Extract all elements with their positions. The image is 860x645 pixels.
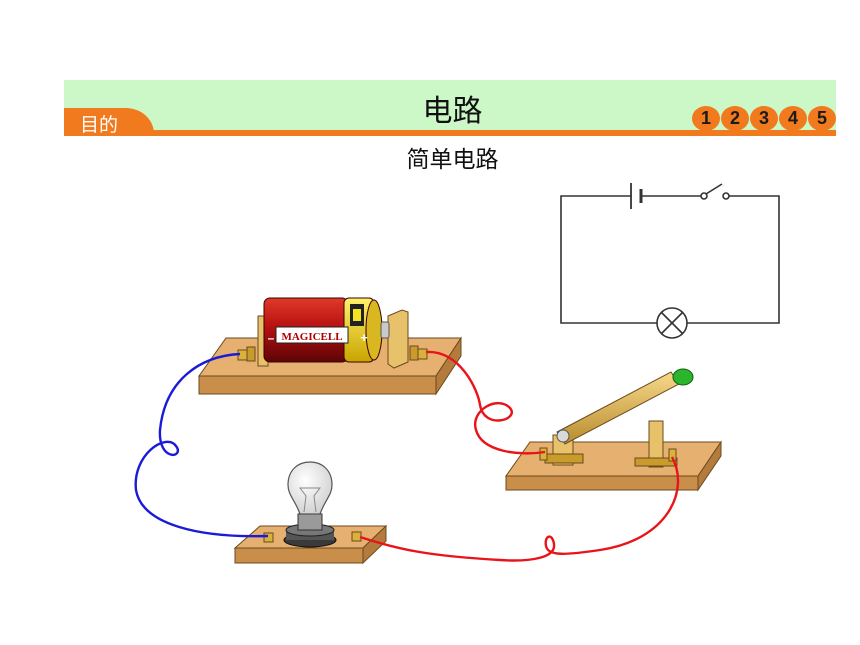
circuit-schematic	[560, 183, 780, 339]
schematic-switch-pivot	[700, 192, 708, 200]
battery-brand-label: MAGICELL	[281, 331, 342, 343]
schematic-lamp-cross	[660, 311, 684, 335]
red-wire-switch-to-lamp	[359, 456, 680, 562]
page-button-4[interactable]: 4	[779, 106, 807, 131]
switch-handle	[672, 368, 694, 386]
blue-wire	[134, 352, 269, 538]
schematic-wire	[560, 195, 657, 324]
battery-plus-label: +	[360, 330, 368, 345]
battery-holder: MAGICELL – +	[198, 297, 462, 396]
page-button-5[interactable]: 5	[808, 106, 836, 131]
schematic-switch-contact	[722, 192, 730, 200]
page-title: 电路	[422, 94, 483, 129]
page-button-1[interactable]: 1	[692, 106, 720, 131]
objective-tab-label[interactable]: 目的	[80, 114, 119, 136]
lamp-holder	[233, 461, 388, 565]
battery-right-terminal	[409, 345, 428, 361]
page-button-2[interactable]: 2	[721, 106, 749, 131]
schematic-switch-blade	[705, 183, 723, 195]
header-divider	[64, 130, 836, 136]
schematic-wire	[687, 195, 780, 324]
knife-switch	[505, 368, 722, 492]
page-subtitle: 简单电路	[406, 147, 499, 173]
page-button-3[interactable]: 3	[750, 106, 778, 131]
red-wire-battery-to-switch	[425, 350, 546, 455]
battery-minus-label: –	[268, 331, 275, 345]
